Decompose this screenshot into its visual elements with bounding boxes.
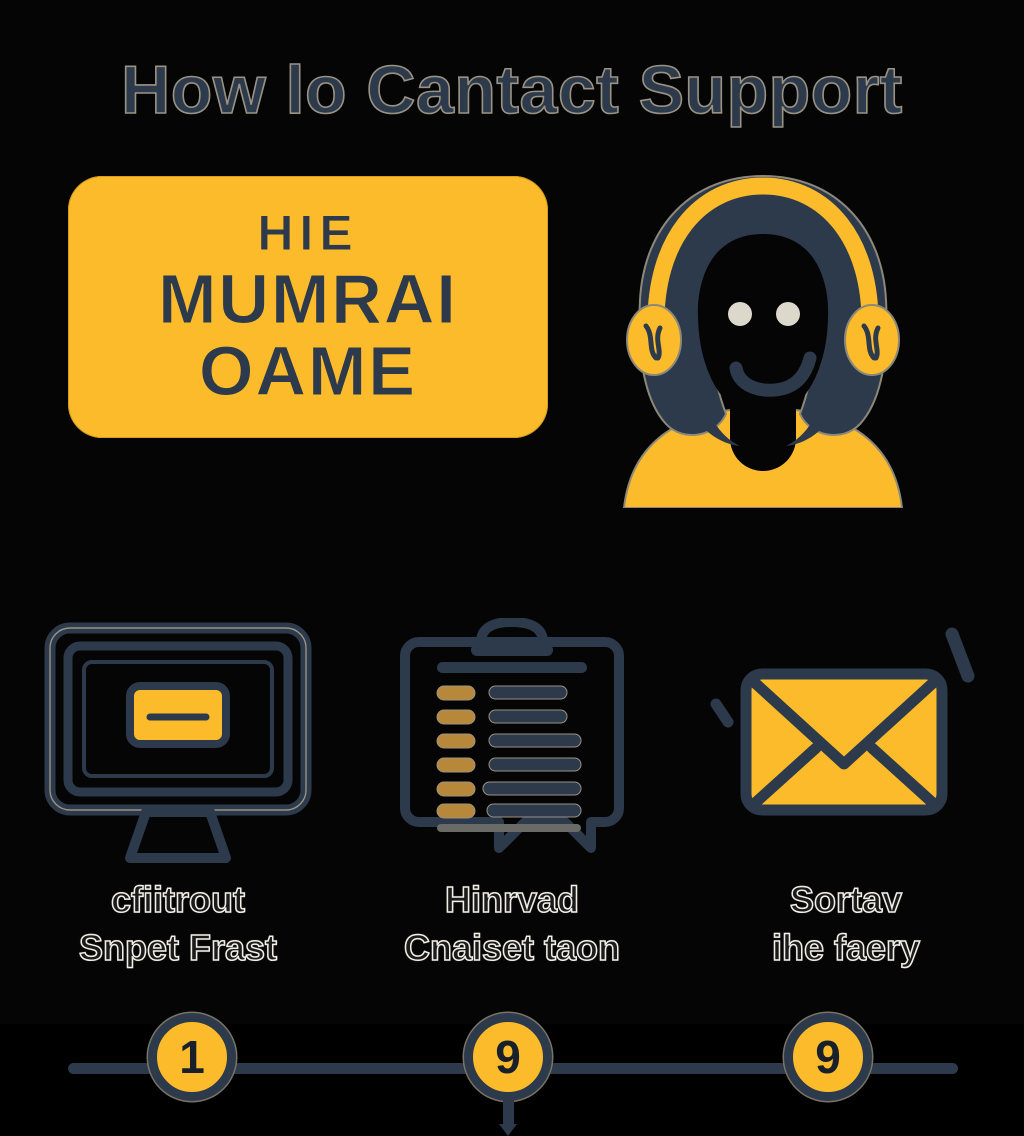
agent-eye-right: [776, 302, 800, 326]
clipboard-bar: [486, 803, 582, 818]
step-caption-2-line1: Hinrvad: [444, 878, 580, 920]
clipboard-pill: [436, 685, 476, 701]
step-caption-1-line2: Snpet Frast: [78, 926, 278, 968]
monitor-stand: [125, 807, 231, 863]
step-column-1: cfiitrout Snpet Frast: [8, 618, 348, 1024]
step-node-2-pointer: [499, 1098, 517, 1136]
clipboard-bar: [488, 757, 582, 772]
envelope-icon-wrap: [676, 618, 1016, 868]
envelope-flap: [748, 676, 940, 770]
monitor-screen-area: [82, 660, 274, 778]
clipboard-bar: [488, 709, 568, 724]
infographic-canvas: How lo Cantact Support HIE MUMRAI OAME: [0, 52, 1024, 1136]
step-caption-2: Hinrvad Cnaiset taon: [342, 876, 682, 971]
step-caption-3-line2: ihe faery: [771, 926, 921, 968]
envelope-motion-dash-left: [710, 698, 734, 728]
envelope-body: [740, 668, 948, 816]
envelope-icon[interactable]: [706, 618, 986, 868]
agent-hair-lock-left: [687, 364, 740, 446]
headline-banner: HIE MUMRAI OAME: [68, 176, 548, 438]
step-caption-1: cfiitrout Snpet Frast: [8, 876, 348, 971]
clipboard-clip: [476, 618, 548, 643]
clipboard-bar: [488, 685, 568, 700]
steps-row: cfiitrout Snpet Frast: [0, 618, 1024, 1024]
step-caption-3-line1: Sortav: [789, 878, 903, 920]
headset-band: [647, 177, 879, 337]
clipboard-pill: [436, 781, 476, 797]
headset-mic-boom: [729, 351, 817, 397]
step-caption-2-line2: Cnaiset taon: [403, 926, 621, 968]
clipboard-chat-icon[interactable]: [397, 618, 627, 868]
step-caption-1-line1: cfiitrout: [110, 878, 245, 920]
monitor-frame-inner: [63, 641, 293, 797]
clipboard-footer-line: [437, 824, 581, 832]
step-node-3[interactable]: 9: [784, 1013, 872, 1101]
banner-line-1: HIE: [257, 205, 359, 261]
clipboard-icon-wrap: [342, 618, 682, 868]
banner-line-2: MUMRAI: [158, 260, 458, 338]
headset-earcup-right-detail: [861, 323, 881, 361]
clipboard-clip-bar: [471, 644, 553, 656]
page-title: How lo Cantact Support: [120, 52, 903, 128]
step-caption-3: Sortav ihe faery: [676, 876, 1016, 971]
envelope-fold-left: [748, 742, 822, 810]
step-column-2: Hinrvad Cnaiset taon: [342, 618, 682, 1024]
agent-hair-lock-right: [786, 364, 839, 446]
step-column-3: Sortav ihe faery: [676, 618, 1016, 1024]
step-node-1[interactable]: 1: [148, 1013, 236, 1101]
step-node-2[interactable]: 9: [464, 1013, 552, 1101]
clipboard-pill: [436, 757, 476, 773]
clipboard-rows: [436, 685, 582, 832]
envelope-fold-right: [866, 742, 940, 810]
headset-earcup-right: [844, 304, 900, 376]
clipboard-bar: [482, 781, 582, 796]
monitor-icon-wrap: [8, 618, 348, 868]
clipboard-pill: [436, 709, 476, 725]
banner-line-3: OAME: [199, 332, 417, 410]
clipboard-bar: [488, 733, 582, 748]
agent-fringe: [697, 234, 829, 318]
headset-earcup-left-detail: [643, 323, 663, 361]
monitor-icon[interactable]: [38, 618, 318, 868]
clipboard-body: [400, 637, 624, 853]
support-agent-illustration: [588, 168, 938, 509]
agent-eye-left: [728, 302, 752, 326]
clipboard-header-bar: [437, 662, 587, 673]
steps-timeline: 1 9 9: [0, 500, 1024, 1136]
headset-earcup-left: [626, 304, 682, 376]
clipboard-pill: [436, 733, 476, 749]
envelope-motion-dash-top: [945, 627, 975, 683]
clipboard-pill: [436, 803, 476, 819]
